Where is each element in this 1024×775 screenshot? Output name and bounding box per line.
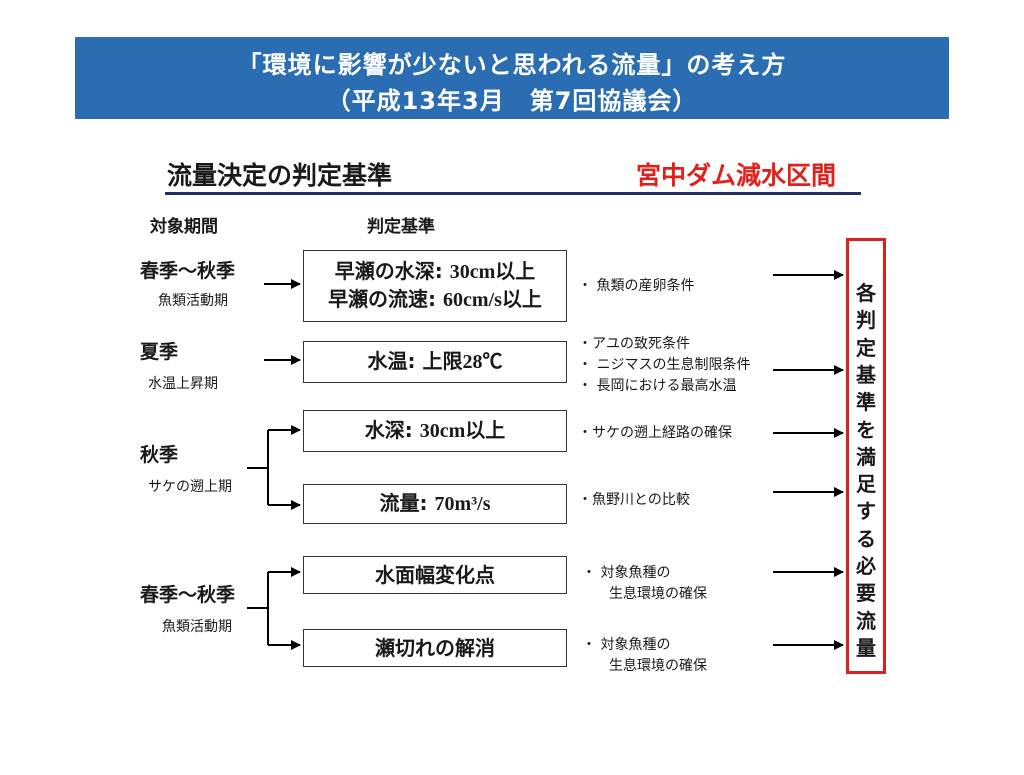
period-sublabel: サケの遡上期 [148, 479, 232, 495]
result-char: 要 [856, 581, 876, 606]
result-char: 基 [856, 362, 876, 387]
criteria-line: 水面幅変化点 [375, 562, 495, 587]
note-item: 生息環境の確保 [609, 586, 707, 602]
column-header-criteria: 判定基準 [367, 217, 435, 237]
result-char: す [856, 499, 876, 524]
period-label: 春季～秋季 [140, 260, 236, 282]
heading-underline [165, 192, 861, 195]
title-banner: 「環境に影響が少ないと思われる流量」の考え方 （平成13年3月 第7回協議会） [75, 37, 949, 119]
period-label: 夏季 [140, 341, 179, 363]
result-box: 各判定基準を満足する必要流量 [846, 238, 886, 674]
result-char: 準 [856, 390, 876, 415]
criteria-box-depth: 水深: 30cm以上 [303, 410, 567, 452]
period-sublabel: 魚類活動期 [158, 293, 228, 309]
note-item: ・サケの遡上経路の確保 [578, 425, 732, 441]
result-char: 各 [856, 281, 876, 305]
criteria-box-riffle: 早瀬の水深: 30cm以上 早瀬の流速: 60cm/s以上 [303, 250, 567, 322]
criteria-box-width-change: 水面幅変化点 [303, 556, 567, 594]
banner-subtitle: （平成13年3月 第7回協議会） [326, 87, 698, 115]
criteria-box-flow: 流量: 70m³/s [303, 484, 567, 524]
criteria-line: 水温: 上限28℃ [367, 349, 503, 373]
column-header-period: 対象期間 [150, 217, 218, 237]
criteria-box-dry-up: 瀬切れの解消 [303, 629, 567, 667]
criteria-line: 水深: 30cm以上 [364, 418, 506, 442]
result-char: る [856, 526, 876, 551]
criteria-line: 瀬切れの解消 [375, 635, 495, 660]
result-char: 量 [856, 635, 876, 660]
criteria-line: 早瀬の水深: 30cm以上 [334, 259, 536, 283]
note-item: ・ 魚類の産卵条件 [578, 278, 695, 294]
result-char: 流 [856, 608, 876, 633]
note-item: ・アユの致死条件 [578, 336, 690, 352]
note-item: 生息環境の確保 [609, 658, 707, 674]
period-label: 秋季 [140, 444, 179, 466]
criteria-line: 流量: 70m³/s [379, 491, 491, 515]
period-sublabel: 魚類活動期 [162, 619, 232, 635]
result-char: 満 [856, 444, 876, 469]
note-item: ・ ニジマスの生息制限条件 [578, 357, 751, 373]
result-char: を [856, 417, 876, 442]
criteria-box-water-temp: 水温: 上限28℃ [303, 341, 567, 383]
period-label: 春季～秋季 [140, 584, 236, 606]
note-item: ・魚野川との比較 [578, 492, 690, 508]
banner-title: 「環境に影響が少ないと思われる流量」の考え方 [237, 51, 787, 79]
result-char: 定 [856, 335, 876, 360]
result-char: 必 [856, 554, 876, 578]
result-char: 足 [856, 472, 876, 497]
period-sublabel: 水温上昇期 [148, 376, 218, 392]
result-char: 判 [856, 308, 876, 333]
note-item: ・ 対象魚種の [582, 637, 671, 653]
area-heading: 宮中ダム減水区間 [636, 161, 837, 190]
note-item: ・ 長岡における最高水温 [578, 378, 737, 394]
note-item: ・ 対象魚種の [582, 565, 671, 581]
section-heading: 流量決定の判定基準 [167, 161, 393, 190]
criteria-line: 早瀬の流速: 60cm/s以上 [328, 287, 542, 311]
